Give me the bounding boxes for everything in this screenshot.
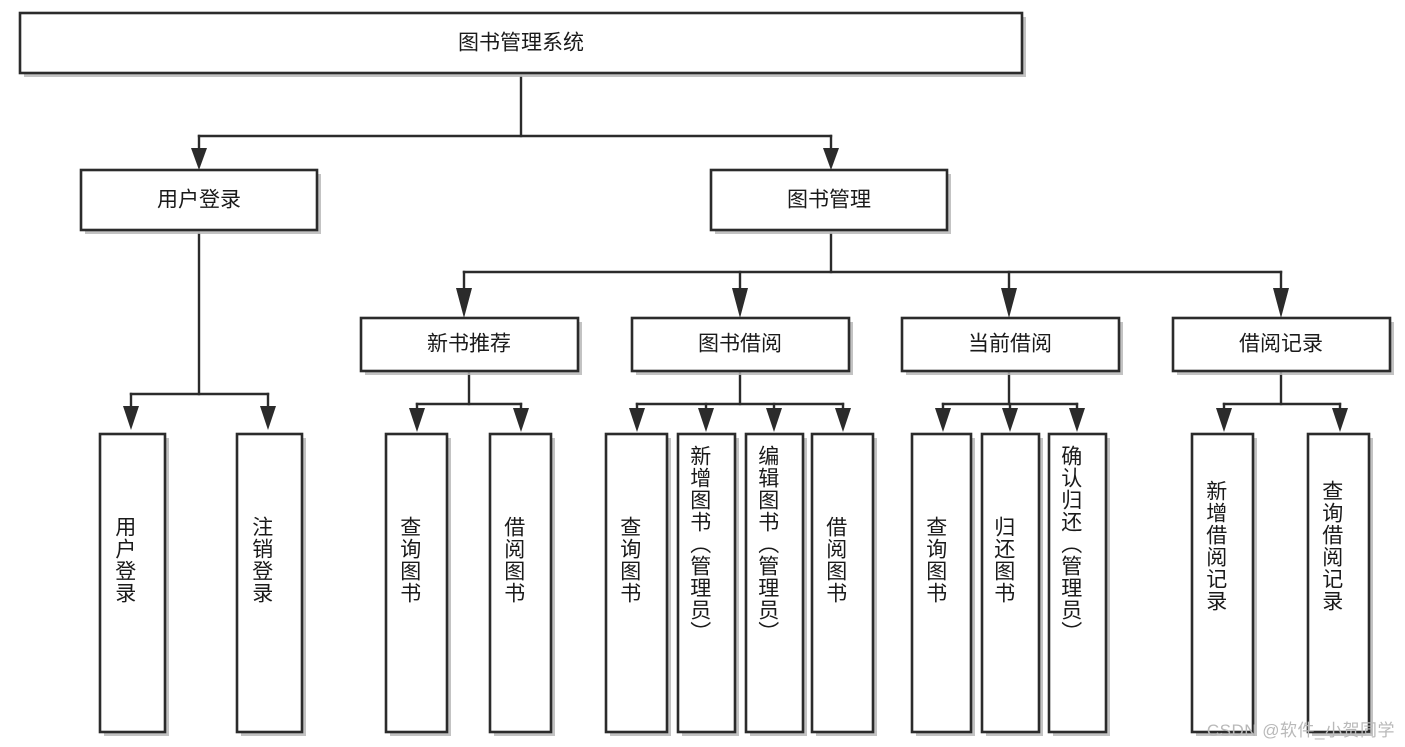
leaf-box-4[interactable] — [604, 432, 669, 734]
arrowhead-borrow-leaf-1 — [629, 408, 645, 432]
new-book-recommend-box[interactable] — [359, 316, 580, 373]
arrowhead-rec-leaf-1 — [409, 408, 425, 432]
leaf-box-8[interactable] — [910, 432, 973, 734]
root-box[interactable] — [18, 11, 1024, 75]
leaf-box-2[interactable] — [384, 432, 449, 734]
arrowhead-record-leaf-1 — [1216, 408, 1232, 432]
connectors — [123, 75, 1348, 432]
arrowhead-borrow-leaf-4 — [835, 408, 851, 432]
node-new-book-recommend[interactable]: 新书推荐 — [359, 316, 582, 375]
arrowhead-new-book-rec — [456, 288, 472, 318]
leaf-nodes — [98, 432, 1373, 736]
leaf-box-11[interactable] — [1190, 432, 1255, 734]
arrowhead-current-leaf-3 — [1069, 408, 1085, 432]
user-login-label: 用户登录 — [157, 189, 241, 212]
arrowhead-current-leaf-2 — [1002, 408, 1018, 432]
node-root[interactable]: 图书管理系统 — [18, 11, 1026, 77]
arrowhead-leaf-user-login — [123, 406, 139, 430]
arrowhead-record-leaf-2 — [1332, 408, 1348, 432]
root-label: 图书管理系统 — [458, 32, 584, 55]
leaf-box-1[interactable] — [235, 432, 304, 734]
book-management-box[interactable] — [709, 168, 949, 232]
user-login-box[interactable] — [79, 168, 319, 232]
borrow-record-label: 借阅记录 — [1239, 333, 1323, 356]
arrowhead-rec-leaf-2 — [513, 408, 529, 432]
arrowhead-book-manage — [823, 148, 839, 170]
leaf-box-3[interactable] — [488, 432, 553, 734]
arrowhead-current-borrow — [1001, 288, 1017, 318]
arrowhead-book-borrow — [732, 288, 748, 318]
current-borrow-label: 当前借阅 — [968, 333, 1052, 356]
node-book-borrow[interactable]: 图书借阅 — [630, 316, 853, 375]
arrowhead-borrow-leaf-3 — [766, 408, 782, 432]
arrowhead-current-leaf-1 — [935, 408, 951, 432]
node-current-borrow[interactable]: 当前借阅 — [900, 316, 1123, 375]
leaf-box-6[interactable] — [744, 432, 805, 734]
node-book-management[interactable]: 图书管理 — [709, 168, 951, 234]
arrowhead-leaf-logout — [260, 406, 276, 430]
node-user-login[interactable]: 用户登录 — [79, 168, 321, 234]
leaf-box-10[interactable] — [1047, 432, 1108, 734]
leaf-box-12[interactable] — [1306, 432, 1371, 734]
book-borrow-label: 图书借阅 — [698, 333, 782, 356]
csdn-watermark: CSDN @软件_小贺同学 — [1206, 721, 1395, 740]
arrowhead-borrow-record — [1273, 288, 1289, 318]
book-management-label: 图书管理 — [787, 189, 871, 212]
current-borrow-box[interactable] — [900, 316, 1121, 373]
leaf-box-0[interactable] — [98, 432, 167, 734]
arrowhead-user-login — [191, 148, 207, 170]
borrow-record-box[interactable] — [1171, 316, 1392, 373]
leaf-box-9[interactable] — [980, 432, 1041, 734]
arrowhead-borrow-leaf-2 — [698, 408, 714, 432]
leaf-box-7[interactable] — [810, 432, 875, 734]
book-borrow-box[interactable] — [630, 316, 851, 373]
new-book-recommend-label: 新书推荐 — [427, 333, 511, 356]
leaf-box-5[interactable] — [676, 432, 737, 734]
node-borrow-record[interactable]: 借阅记录 — [1171, 316, 1394, 375]
